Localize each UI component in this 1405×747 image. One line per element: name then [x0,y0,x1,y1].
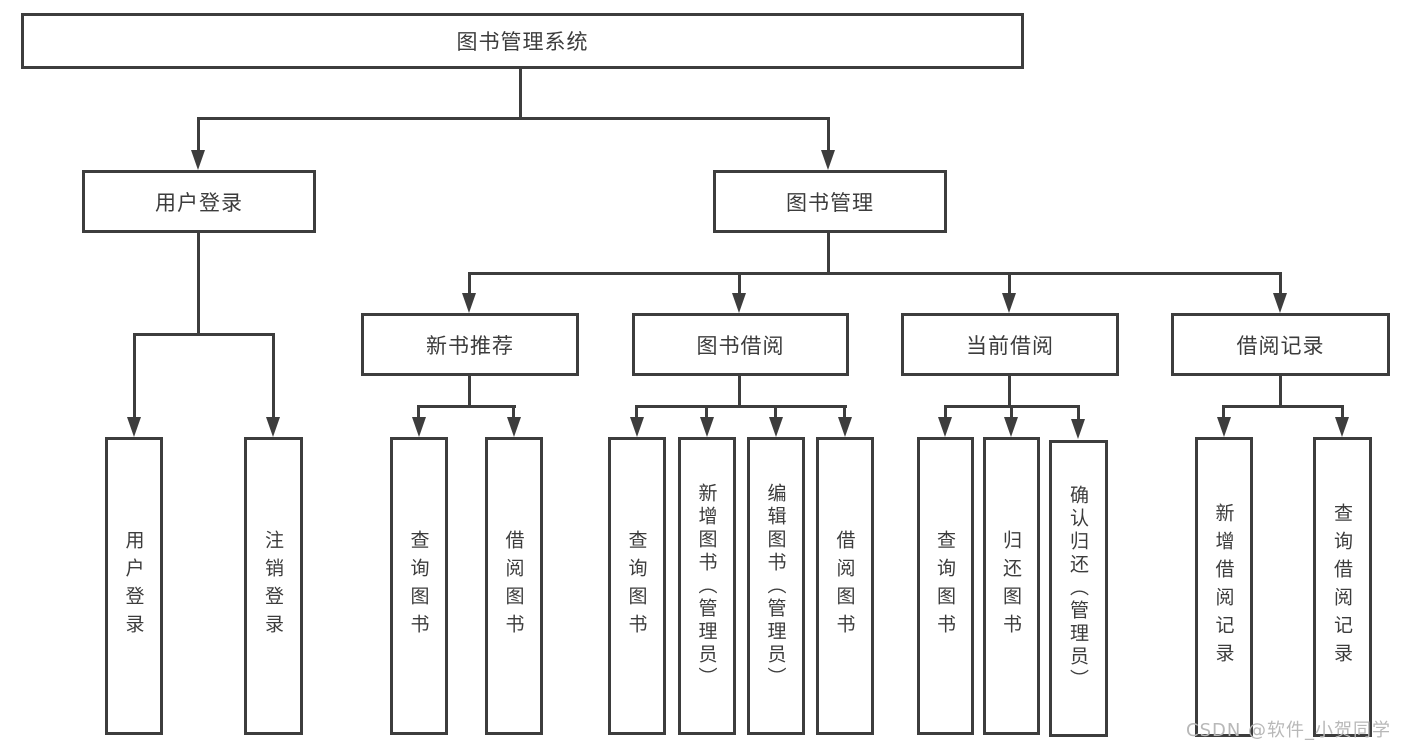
connector-line [1008,376,1011,407]
connector-line [133,333,275,336]
connector-line [1008,272,1011,294]
arrow-down-icon [938,417,952,437]
connector-line [705,405,708,418]
arrow-down-icon [412,417,426,437]
connector-line [468,272,1282,275]
leaf-label: 查询图书 [625,530,648,642]
leaf-edit-book-admin: 编辑图书（管理员） [747,437,805,735]
arrow-down-icon [1335,417,1349,437]
connector-line [468,272,471,294]
connector-line [944,405,947,418]
arrow-down-icon [838,417,852,437]
arrow-down-icon [1002,293,1016,313]
leaf-label: 确认归还（管理员） [1067,485,1089,692]
connector-line [738,272,741,294]
arrow-down-icon [1004,417,1018,437]
connector-line [197,117,830,120]
node-book-management: 图书管理 [713,170,947,233]
leaf-label: 新增图书（管理员） [695,482,718,690]
watermark: CSDN @软件_小贺同学 [1186,720,1392,741]
connector-line [519,69,522,119]
connector-line [827,117,830,152]
leaf-label: 查询图书 [934,530,956,642]
arrow-down-icon [1273,293,1287,313]
leaf-label: 查询借阅记录 [1331,503,1353,671]
connector-line [197,117,200,152]
leaf-label: 借阅图书 [502,530,525,642]
connector-line [843,405,846,418]
leaf-label: 借阅图书 [833,530,856,642]
leaf-add-borrow-record: 新增借阅记录 [1195,437,1253,737]
connector-line [197,233,200,335]
leaf-query-borrow-record: 查询借阅记录 [1313,437,1372,737]
arrow-down-icon [1071,419,1085,439]
node-borrowing-records: 借阅记录 [1171,313,1390,376]
leaf-label: 编辑图书（管理员） [764,482,787,690]
connector-line [635,405,638,418]
arrow-down-icon [732,293,746,313]
node-current-borrowing: 当前借阅 [901,313,1119,376]
connector-line [1222,405,1344,408]
connector-line [738,376,741,407]
leaf-user-login: 用户登录 [105,437,163,735]
connector-line [1010,405,1013,418]
arrow-down-icon [1217,417,1231,437]
leaf-label: 查询图书 [407,530,430,642]
arrow-down-icon [191,150,205,170]
leaf-query-books-borrowing: 查询图书 [608,437,666,735]
leaf-label: 注销登录 [262,530,284,642]
leaf-query-books-recommend: 查询图书 [390,437,448,735]
leaf-confirm-return-admin: 确认归还（管理员） [1049,440,1108,737]
connector-line [1077,405,1080,420]
connector-line [417,405,516,408]
connector-line [468,376,471,407]
connector-line [417,405,420,418]
arrow-down-icon [769,417,783,437]
leaf-return-books: 归还图书 [983,437,1040,735]
leaf-query-books-current: 查询图书 [917,437,974,735]
leaf-logout: 注销登录 [244,437,303,735]
arrow-down-icon [266,417,280,437]
arrow-down-icon [700,417,714,437]
leaf-borrow-books-recommend: 借阅图书 [485,437,543,735]
leaf-label: 用户登录 [122,530,145,642]
arrow-down-icon [462,293,476,313]
node-user-login: 用户登录 [82,170,316,233]
connector-line [1222,405,1225,418]
arrow-down-icon [127,417,141,437]
connector-line [1279,272,1282,294]
connector-line [512,405,515,418]
arrow-down-icon [507,417,521,437]
connector-line [1341,405,1344,418]
leaf-borrow-books: 借阅图书 [816,437,874,735]
leaf-add-book-admin: 新增图书（管理员） [678,437,736,735]
connector-line [133,333,136,418]
connector-line [774,405,777,418]
leaf-label: 归还图书 [1000,530,1022,642]
node-library-management-system: 图书管理系统 [21,13,1024,69]
connector-line [635,405,847,408]
connector-line [827,233,830,274]
node-new-book-recommendation: 新书推荐 [361,313,579,376]
leaf-label: 新增借阅记录 [1212,503,1235,671]
node-book-borrowing: 图书借阅 [632,313,849,376]
connector-line [272,333,275,418]
arrow-down-icon [821,150,835,170]
connector-line [1279,376,1282,407]
arrow-down-icon [630,417,644,437]
